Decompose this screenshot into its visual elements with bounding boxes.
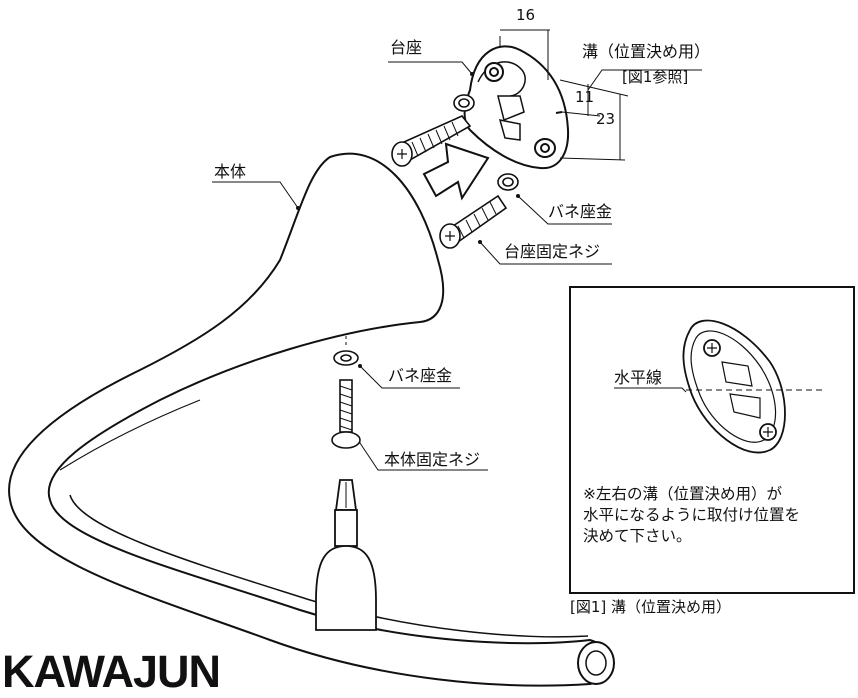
leader-dot (516, 194, 520, 198)
leader-dot (478, 240, 482, 244)
label-base-screw: 台座固定ネジ (504, 242, 601, 261)
assembly-arrow-icon (422, 142, 490, 201)
dimension-lines (499, 29, 629, 161)
handle-body (8, 152, 615, 687)
label-spring-washer-top: バネ座金 (548, 202, 613, 221)
leader-dot (358, 364, 362, 368)
horizontal-reference-line (614, 387, 824, 393)
base-screw-upper (391, 94, 475, 167)
leader-dot (296, 206, 300, 210)
screwdriver-icon (315, 479, 377, 631)
body-screw (331, 336, 361, 449)
label-body: 本体 (214, 162, 247, 181)
base-mount (463, 45, 570, 170)
inset-caption: [図1] 溝（位置決め用） (570, 598, 732, 616)
inset-base-drawing (682, 319, 786, 454)
label-horizontal-line: 水平線 (614, 368, 663, 387)
label-base: 台座 (390, 38, 423, 57)
leader-lines (212, 61, 702, 471)
inset-note-line-2: 水平になるように取付け位置を (583, 506, 801, 524)
dimension-groove-height: 11 (575, 88, 595, 106)
dimension-height: 23 (596, 110, 616, 128)
inset-note-line-3: 決めて下さい。 (583, 527, 692, 545)
label-body-screw: 本体固定ネジ (384, 450, 481, 469)
leader-dot (470, 72, 474, 76)
label-figure-ref: [図1参照] (622, 68, 689, 86)
label-spring-washer-bottom: バネ座金 (388, 366, 453, 385)
inset-note-line-1: ※左右の溝（位置決め用）が (583, 485, 782, 503)
dimension-width: 16 (516, 6, 536, 24)
brand-logo: KAWAJUN (2, 646, 221, 697)
inset-note: ※左右の溝（位置決め用）が 水平になるように取付け位置を 決めて下さい。 (583, 484, 800, 547)
label-groove: 溝（位置決め用） (582, 42, 711, 61)
base-screw-lower (439, 173, 519, 249)
